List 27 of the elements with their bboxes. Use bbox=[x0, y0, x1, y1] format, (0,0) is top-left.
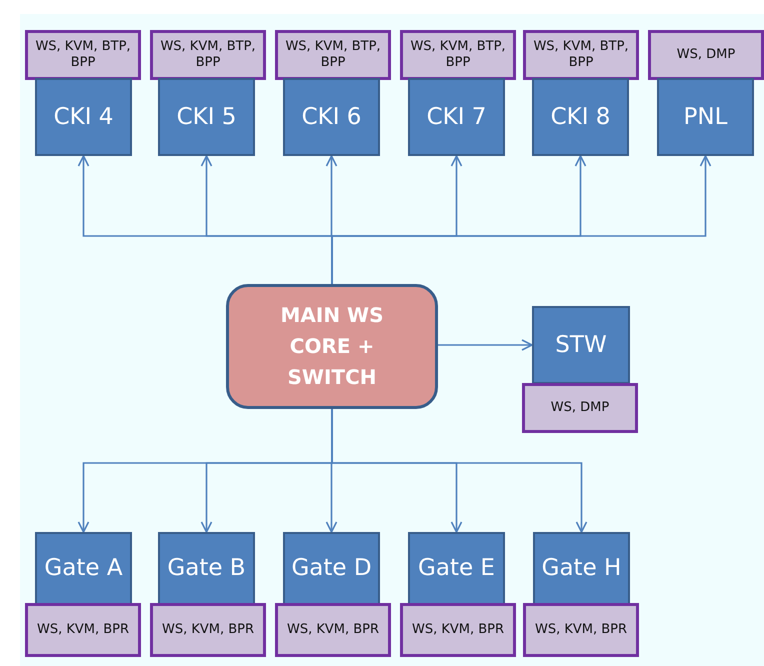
tag-box: WS, KVM, BPR bbox=[25, 603, 141, 657]
tag-box: WS, KVM, BTP, BPP bbox=[150, 30, 266, 80]
process-box: Gate D bbox=[283, 532, 380, 605]
tag-box: WS, KVM, BPR bbox=[523, 603, 639, 657]
tag-box: WS, KVM, BPR bbox=[275, 603, 391, 657]
core-box: MAIN WS CORE + SWITCH bbox=[226, 284, 438, 409]
process-box: CKI 6 bbox=[283, 78, 380, 156]
tag-box: WS, KVM, BTP, BPP bbox=[523, 30, 639, 80]
arrow bbox=[331, 409, 588, 533]
process-box: Gate H bbox=[533, 532, 630, 605]
process-box: STW bbox=[532, 306, 630, 384]
process-box: Gate A bbox=[35, 532, 132, 605]
process-box: Gate B bbox=[158, 532, 255, 605]
tag-box: WS, KVM, BPR bbox=[400, 603, 516, 657]
tag-box: WS, KVM, BPR bbox=[150, 603, 266, 657]
process-box: CKI 7 bbox=[408, 78, 505, 156]
process-box: CKI 8 bbox=[532, 78, 629, 156]
process-box: PNL bbox=[657, 78, 754, 156]
tag-box: WS, DMP bbox=[522, 383, 638, 433]
tag-box: WS, KVM, BTP, BPP bbox=[25, 30, 141, 80]
arrow bbox=[438, 339, 533, 351]
process-box: CKI 5 bbox=[158, 78, 255, 156]
process-box: CKI 4 bbox=[35, 78, 132, 156]
process-box: Gate E bbox=[408, 532, 505, 605]
tag-box: WS, DMP bbox=[648, 30, 764, 80]
tag-box: WS, KVM, BTP, BPP bbox=[400, 30, 516, 80]
tag-box: WS, KVM, BTP, BPP bbox=[275, 30, 391, 80]
